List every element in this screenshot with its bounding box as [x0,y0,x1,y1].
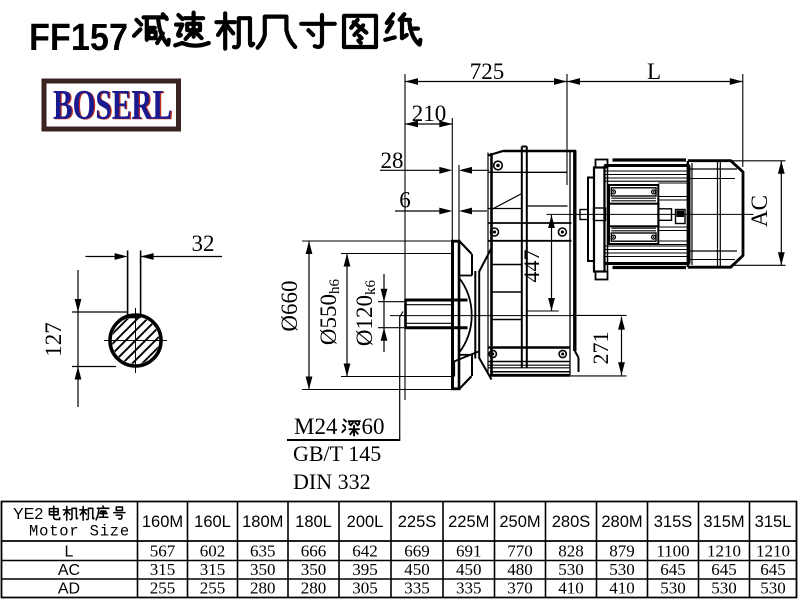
svg-text:669: 669 [404,542,430,561]
svg-text:450: 450 [456,560,482,579]
svg-text:AC: AC [747,195,772,227]
svg-text:305: 305 [352,579,378,598]
svg-text:666: 666 [301,542,327,561]
svg-text:635: 635 [250,542,276,561]
svg-text:Ø660: Ø660 [277,280,302,331]
svg-text:335: 335 [404,579,430,598]
svg-text:530: 530 [660,579,686,598]
svg-text:725: 725 [470,59,505,84]
svg-text:530: 530 [760,579,786,598]
svg-text:530: 530 [558,560,584,579]
svg-text:280: 280 [301,579,327,598]
svg-text:127: 127 [41,322,66,357]
svg-text:691: 691 [456,542,482,561]
svg-text:395: 395 [352,560,378,579]
svg-text:180L: 180L [295,513,332,531]
svg-text:160M: 160M [142,513,183,531]
svg-text:32: 32 [192,231,215,256]
svg-text:370: 370 [507,579,533,598]
svg-text:200L: 200L [347,513,384,531]
svg-text:1210: 1210 [707,542,741,561]
svg-text:447: 447 [519,250,544,283]
svg-text:410: 410 [558,579,584,598]
svg-text:567: 567 [150,542,176,561]
svg-text:350: 350 [301,560,327,579]
svg-text:315L: 315L [755,513,792,531]
svg-text:6: 6 [399,188,411,213]
svg-text:642: 642 [352,542,378,561]
svg-text:L: L [65,544,74,561]
svg-text:271: 271 [588,332,613,365]
svg-text:280S: 280S [552,513,591,531]
svg-text:1100: 1100 [656,542,689,561]
svg-text:225S: 225S [398,513,437,531]
svg-text:AC: AC [58,562,80,579]
svg-text:255: 255 [150,579,176,598]
svg-text:28: 28 [381,148,404,173]
svg-text:315S: 315S [654,513,693,531]
svg-text:280M: 280M [601,513,642,531]
svg-text:530: 530 [711,579,737,598]
svg-text:L: L [647,59,661,84]
svg-text:Motor Size: Motor Size [29,523,130,541]
svg-text:180M: 180M [242,513,283,531]
svg-text:879: 879 [609,542,635,561]
svg-text:335: 335 [456,579,482,598]
svg-text:315M: 315M [703,513,744,531]
svg-text:1210: 1210 [756,542,790,561]
svg-text:250M: 250M [499,513,540,531]
svg-text:770: 770 [507,542,533,561]
svg-text:602: 602 [200,542,226,561]
svg-text:645: 645 [760,560,786,579]
svg-text:BOSERL: BOSERL [53,83,172,129]
svg-text:225M: 225M [448,513,489,531]
svg-text:315: 315 [200,560,226,579]
svg-text:645: 645 [660,560,686,579]
svg-text:GB/T 145: GB/T 145 [293,441,381,466]
svg-text:BOSERL: BOSERL [54,84,173,130]
svg-text:YE2: YE2 [13,506,43,523]
svg-text:645: 645 [711,560,737,579]
svg-text:AD: AD [58,581,80,598]
svg-text:315: 315 [150,560,176,579]
svg-text:160L: 160L [194,513,231,531]
svg-text:DIN 332: DIN 332 [293,469,371,494]
svg-text:350: 350 [250,560,276,579]
svg-text:450: 450 [404,560,430,579]
svg-text:828: 828 [558,542,584,561]
svg-text:FF157: FF157 [29,17,128,59]
svg-text:410: 410 [609,579,635,598]
svg-text:480: 480 [507,560,533,579]
svg-text:210: 210 [412,101,447,126]
svg-text:280: 280 [250,579,276,598]
svg-text:255: 255 [200,579,226,598]
svg-text:530: 530 [609,560,635,579]
